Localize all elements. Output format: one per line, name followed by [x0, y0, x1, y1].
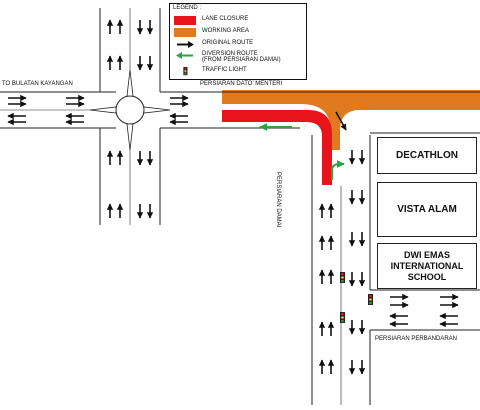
- traffic-light: [340, 272, 345, 283]
- traffic-light: [368, 294, 373, 305]
- route-arrow: [335, 111, 347, 131]
- legend-label: ORIGINAL ROUTE: [202, 40, 254, 46]
- roundabout: [115, 95, 145, 125]
- roundabout-island-left: [89, 106, 117, 114]
- legend-item-diversion-route: DIVERSION ROUTE (FROM PERSIARAN DAMAI): [170, 50, 306, 64]
- lane-closure: [222, 110, 332, 185]
- building-dwi-emas: DWI EMAS INTERNATIONAL SCHOOL: [377, 243, 477, 289]
- legend: LEGEND : LANE CLOSURE WORKING AREA ORIGI…: [169, 3, 307, 80]
- working-area-swatch: [174, 28, 196, 37]
- working-area: [222, 90, 480, 150]
- road-label-damai: PERSIARAN DAMAI: [275, 172, 281, 228]
- legend-label: DIVERSION ROUTE (FROM PERSIARAN DAMAI): [202, 51, 281, 63]
- lane-closure-swatch: [174, 16, 196, 25]
- legend-item-lane-closure: LANE CLOSURE: [170, 15, 306, 26]
- road-label-perbandaran: PERSIARAN PERBANDARAN: [375, 336, 458, 342]
- road-label-to-bulatan: TO BULATAN KAYANGAN: [2, 81, 73, 87]
- road-label-dato-menteri: PERSIARAN DATO' MENTERI: [200, 81, 283, 87]
- green-arrow-icon: [176, 52, 193, 59]
- traffic-light-icon: [183, 67, 188, 76]
- traffic-light: [340, 312, 345, 323]
- legend-label: LANE CLOSURE: [202, 16, 249, 22]
- legend-item-working-area: WORKING AREA: [170, 27, 306, 38]
- legend-title: LEGEND :: [173, 5, 202, 11]
- black-arrow-icon: [177, 41, 194, 48]
- building-decathlon: DECATHLON: [377, 137, 477, 174]
- roundabout-island-top: [126, 69, 134, 97]
- legend-item-original-route: ORIGINAL ROUTE: [170, 39, 306, 50]
- roundabout-island-right: [143, 106, 171, 114]
- building-vista-alam: VISTA ALAM: [377, 182, 477, 237]
- legend-item-traffic-light: TRAFFIC LIGHT: [170, 66, 306, 79]
- roundabout-island-bottom: [126, 123, 134, 151]
- diversion-arrow-turn: [331, 160, 345, 180]
- legend-label: WORKING AREA: [202, 28, 250, 34]
- legend-label: TRAFFIC LIGHT: [202, 67, 247, 73]
